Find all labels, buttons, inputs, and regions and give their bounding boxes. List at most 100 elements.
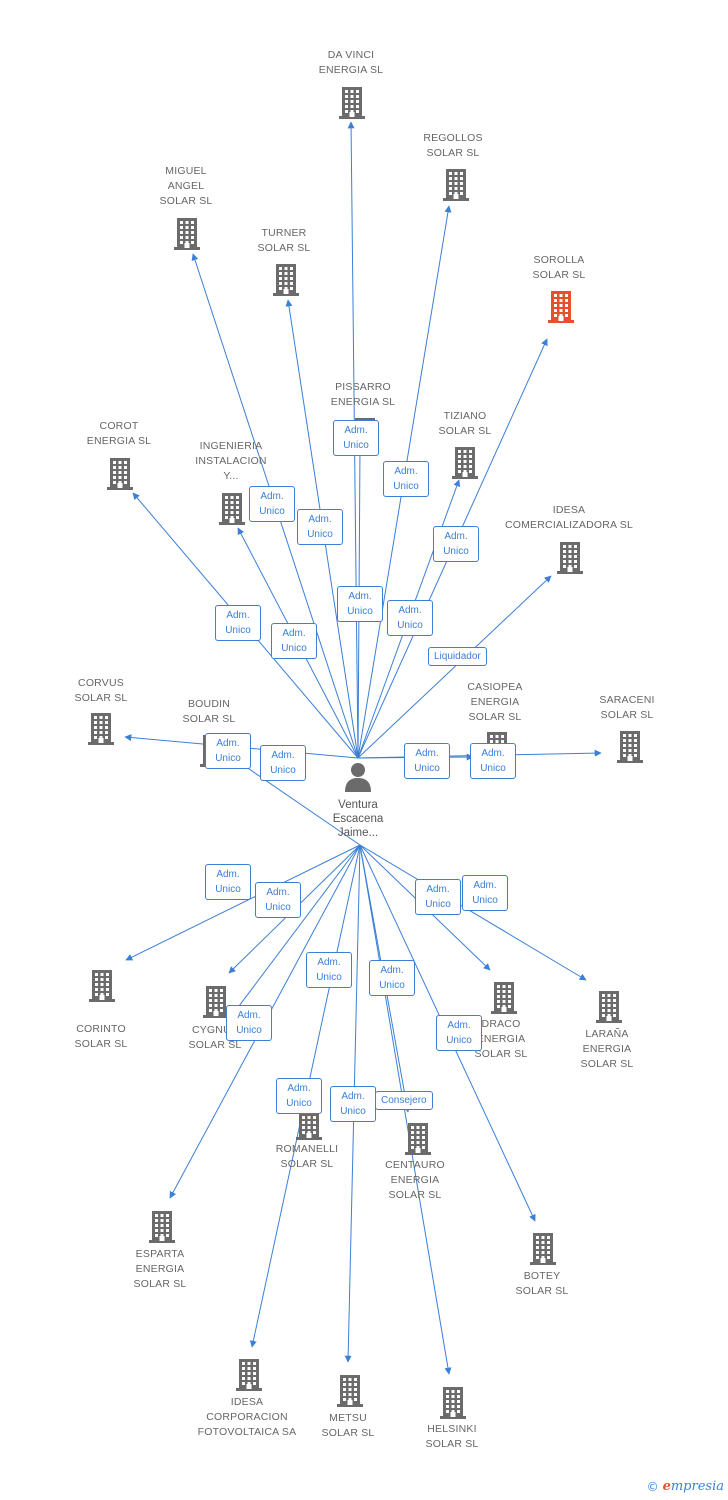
company-name-line: SOLAR SL	[257, 242, 311, 254]
building-icon[interactable]	[87, 711, 115, 745]
edge-line-boudin	[235, 759, 361, 846]
role-badge-tiziano[interactable]: Adm. Unico	[387, 600, 433, 636]
building-icon[interactable]	[235, 1357, 263, 1391]
company-name-line: CENTAURO	[385, 1159, 445, 1171]
edge-line-idesa-comercializadora	[357, 575, 552, 759]
building-icon[interactable]	[148, 1209, 176, 1243]
role-badge-larana[interactable]: Adm. Unico	[462, 875, 508, 911]
company-name-line: HELSINKI	[427, 1423, 477, 1435]
role-badge-draco[interactable]: Adm. Unico	[415, 879, 461, 915]
building-icon[interactable]	[272, 262, 300, 296]
person-icon[interactable]	[344, 761, 372, 793]
building-icon[interactable]	[442, 167, 470, 201]
role-badge-idesa-corporacion[interactable]: Adm. Unico	[369, 960, 415, 996]
company-name-line: INSTALACION	[195, 455, 267, 467]
company-name-line: CORINTO	[76, 1023, 126, 1035]
role-badge-corot[interactable]: Adm. Unico	[215, 605, 261, 641]
role-badge-da-vinci[interactable]: Adm. Unico	[333, 420, 379, 456]
building-icon[interactable]	[338, 85, 366, 119]
copyright-icon: ©	[646, 1479, 659, 1494]
role-badge-saraceni[interactable]: Adm. Unico	[470, 743, 516, 779]
company-name-line: COMERCIALIZADORA SL	[504, 519, 634, 531]
role-badge-pissarro[interactable]: Adm. Unico	[337, 586, 383, 622]
company-name-line: SOLAR SL	[159, 195, 213, 207]
company-label-idesa-comercializadora[interactable]: IDESA COMERCIALIZADORA SL	[494, 503, 644, 533]
company-name-line: TURNER	[261, 227, 307, 239]
role-badge-sorolla[interactable]: Adm. Unico	[433, 526, 479, 562]
role-badge-turner[interactable]: Adm. Unico	[297, 509, 343, 545]
role-text: Adm. Unico	[215, 869, 241, 895]
building-icon[interactable]	[218, 491, 246, 525]
building-icon[interactable]	[173, 216, 201, 250]
company-name-line: ENERGIA SL	[86, 435, 152, 447]
role-badge-cygnus[interactable]: Adm. Unico	[255, 882, 301, 918]
role-text: Adm. Unico	[343, 425, 369, 451]
building-icon[interactable]	[490, 980, 518, 1014]
role-badge-metsu[interactable]: Adm. Unico	[330, 1086, 376, 1122]
building-icon[interactable]	[404, 1121, 432, 1155]
building-icon[interactable]	[106, 456, 134, 490]
building-icon[interactable]	[556, 540, 584, 574]
building-icon[interactable]	[616, 729, 644, 763]
role-text: Adm. Unico	[347, 591, 373, 617]
building-icon[interactable]	[88, 968, 116, 1002]
company-name-line: ANGEL	[167, 180, 205, 192]
building-icon[interactable]	[202, 984, 230, 1018]
company-label-turner[interactable]: TURNER SOLAR SL	[209, 226, 359, 256]
role-text: Adm. Unico	[379, 965, 405, 991]
center-person-name[interactable]: Ventura Escacena Jaime...	[283, 798, 433, 840]
role-badge-miguel-angel[interactable]: Adm. Unico	[249, 486, 295, 522]
company-name-line: SOLAR SL	[388, 1189, 442, 1201]
role-badge-ingenieria[interactable]: Adm. Unico	[271, 623, 317, 659]
role-badge-regollos[interactable]: Adm. Unico	[383, 461, 429, 497]
company-name-line: ENERGIA	[470, 696, 520, 708]
building-icon[interactable]	[439, 1385, 467, 1419]
building-icon[interactable]	[336, 1373, 364, 1407]
role-text: Adm. Unico	[425, 884, 451, 910]
company-name-line: IDESA	[552, 504, 586, 516]
building-icon[interactable]	[595, 989, 623, 1023]
empresia-logo[interactable]: © e mpresia	[647, 1479, 724, 1494]
center-name-line-2: Escacena	[332, 813, 384, 825]
company-name-line: SOLAR SL	[74, 692, 128, 704]
role-text: Adm. Unico	[215, 738, 241, 764]
building-icon[interactable]	[547, 289, 575, 323]
role-badge-corinto[interactable]: Adm. Unico	[205, 864, 251, 900]
role-text: Adm. Unico	[393, 466, 419, 492]
role-badge-centauro[interactable]: Adm. Unico	[306, 952, 352, 988]
role-badge-idesa-comercializadora[interactable]: Liquidador	[428, 647, 487, 666]
building-icon[interactable]	[529, 1231, 557, 1265]
role-badge-boudin[interactable]: Adm. Unico	[260, 745, 306, 781]
role-text: Liquidador	[434, 651, 481, 662]
role-badge-esparta[interactable]: Adm. Unico	[276, 1078, 322, 1114]
role-badge-botey[interactable]: Adm. Unico	[436, 1015, 482, 1051]
company-name-line: IDESA	[230, 1396, 264, 1408]
role-badge-romanelli[interactable]: Adm. Unico	[226, 1005, 272, 1041]
building-icon[interactable]	[451, 445, 479, 479]
role-badge-helsinki[interactable]: Consejero	[375, 1091, 433, 1110]
role-badge-casiopea[interactable]: Adm. Unico	[404, 743, 450, 779]
role-badge-corvus[interactable]: Adm. Unico	[205, 733, 251, 769]
